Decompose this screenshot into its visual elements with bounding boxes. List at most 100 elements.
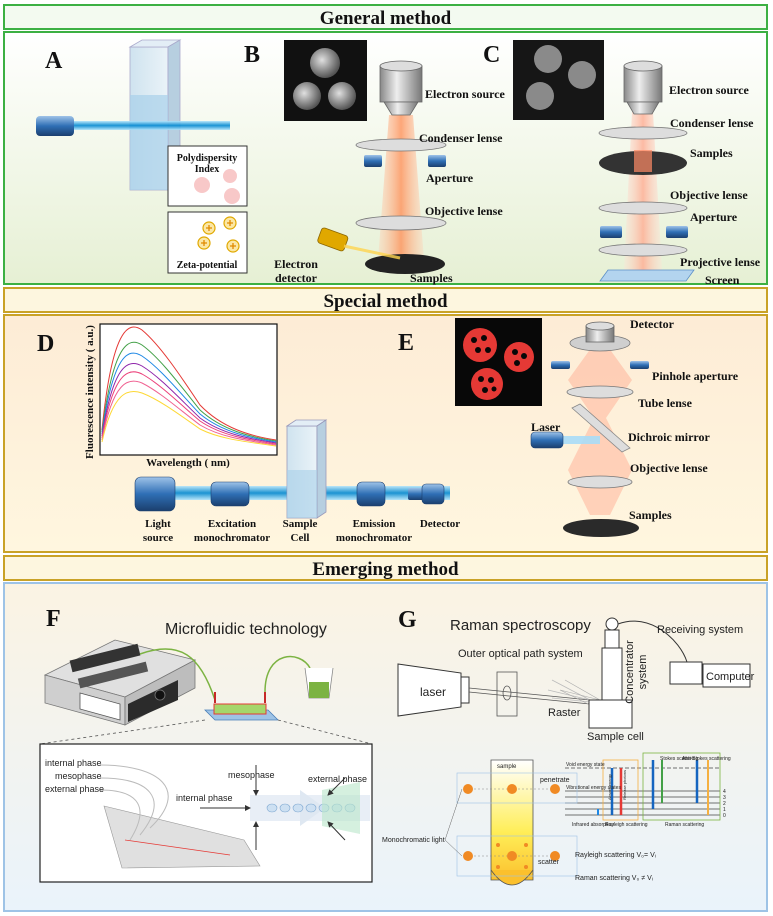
label-c-samples: Samples [690, 146, 733, 160]
level-label: 2 [723, 801, 726, 807]
label-g-void: Void energy state [566, 762, 605, 768]
level-label: 0 [723, 813, 726, 819]
label-g-monochromatic: Monochromatic light [382, 837, 445, 844]
level-label: 1 [723, 807, 726, 813]
confocal-image [455, 318, 542, 406]
label-g-outer: Outer optical path system [458, 648, 583, 660]
label-g-release: Release photons [622, 770, 627, 800]
label-g-raman: Raman scattering [665, 822, 704, 828]
svg-text:Index: Index [195, 164, 219, 175]
label-b-aperture: Aperture [426, 171, 474, 185]
syringe-pump [43, 639, 216, 726]
label-b-electron-source: Electron source [425, 87, 506, 101]
label-b-detector-2: detector [275, 271, 318, 285]
fluorescence-plot [99, 323, 278, 456]
panel-letter-a: A [45, 48, 63, 74]
zeta-box: Zeta-potential [167, 211, 248, 274]
label-f-mesophase-right: mesophase [228, 770, 275, 780]
label-g-sample-cell: Sample cell [587, 731, 644, 743]
label-g-penetrate: penetrate [540, 777, 570, 784]
microfluidic-title: Microfluidic technology [165, 621, 327, 638]
label-g-absorb: Absorb energy [607, 774, 612, 800]
spectrum-curve [101, 362, 277, 444]
label-d-sample: Sample [283, 518, 318, 530]
level-label: 4 [723, 789, 726, 795]
label-f-internal-right: internal phase [176, 793, 233, 803]
sem-image [284, 40, 367, 121]
microfluidic-detail-box [39, 743, 373, 883]
label-d-emission-2: monochromator [336, 532, 412, 544]
spectrum-curve [101, 352, 277, 443]
panel-letter-c: C [483, 42, 500, 68]
emerging-method-header: Emerging method [3, 555, 768, 581]
label-f-mesophase: mesophase [55, 771, 102, 781]
label-f-internal: internal phase [45, 758, 102, 768]
plot-y-label: Fluorescence intensity ( a.u.) [84, 325, 96, 459]
label-g-receiving: Receiving system [657, 624, 743, 636]
label-g-computer: Computer [706, 671, 755, 683]
label-c-objective: Objective lense [670, 188, 748, 202]
label-g-rayleigh-eq: Rayleigh scattering V₀= Vᵢ [575, 852, 656, 859]
label-d-emission: Emission [353, 518, 396, 530]
spectrum-curve [101, 371, 277, 445]
tem-column [598, 60, 695, 282]
label-c-electron-source: Electron source [669, 83, 750, 97]
label-g-vibrational: Vibrational energy states [566, 785, 621, 791]
panel-letter-e: E [398, 330, 414, 356]
plot-x-label: Wavelength ( nm) [146, 457, 230, 469]
label-b-objective: Objective lense [425, 204, 503, 218]
computer-box [702, 663, 751, 688]
svg-text:Polydispersity: Polydispersity [177, 153, 238, 164]
label-g-raman-eq: Raman scattering V₀ ≠ Vᵢ [575, 875, 653, 882]
label-d-excitation: Excitation [208, 518, 256, 530]
laser-icon [397, 663, 462, 717]
label-g-stokes: Stokes scattering [660, 756, 699, 762]
label-b-condenser: Condenser lense [419, 131, 503, 145]
label-g-infrared: Infrared absorption [572, 822, 614, 828]
spectrum-curve [101, 380, 277, 446]
sem-column [317, 60, 447, 274]
label-b-samples: Samples [410, 271, 453, 285]
panel-letter-d: D [37, 331, 54, 357]
label-d-excitation-2: monochromator [194, 532, 270, 544]
label-c-projective: Projective lense [680, 255, 761, 269]
level-label: 3 [723, 795, 726, 801]
svg-text:Zeta-potential: Zeta-potential [177, 260, 238, 271]
label-e-detector: Detector [630, 317, 675, 331]
label-d-light: Light [145, 518, 171, 530]
laser-icon [530, 431, 564, 449]
spectrum-curve [101, 341, 277, 442]
label-b-detector-1: Electron [274, 257, 318, 271]
monochromator-icon [210, 481, 250, 507]
spectrum-curve [101, 390, 277, 447]
panel-letter-f: F [46, 606, 61, 632]
label-e-tube: Tube lense [638, 396, 693, 410]
label-c-aperture: Aperture [690, 210, 738, 224]
label-e-samples: Samples [629, 508, 672, 522]
light-source-icon [134, 476, 176, 512]
detector-icon [421, 483, 445, 505]
label-g-concentrator-1: Concentrator [624, 640, 636, 704]
raman-setup [397, 617, 751, 729]
label-e-laser: Laser [531, 420, 561, 434]
microfluidic-chip [204, 655, 334, 721]
label-g-raster: Raster [548, 707, 581, 719]
label-e-dichroic: Dichroic mirror [628, 430, 711, 444]
label-e-pinhole: Pinhole aperture [652, 369, 739, 383]
energy-level-diagram [565, 752, 721, 821]
label-c-condenser: Condenser lense [670, 116, 754, 130]
panel-letter-b: B [244, 42, 260, 68]
raman-title: Raman spectroscopy [450, 617, 591, 634]
label-g-scatter: scatter [538, 859, 560, 866]
monochromator-icon [356, 481, 386, 507]
laser-icon [36, 116, 74, 136]
label-g-laser: laser [420, 685, 446, 699]
label-g-anti-stokes: Anti-Stokes scattering [682, 756, 731, 762]
tem-image [513, 40, 604, 120]
label-d-source: source [143, 532, 173, 544]
label-f-external-right: external phase [308, 774, 367, 784]
label-f-external: external phase [45, 784, 104, 794]
label-d-cell: Cell [291, 532, 310, 544]
special-method-header: Special method [3, 287, 768, 313]
